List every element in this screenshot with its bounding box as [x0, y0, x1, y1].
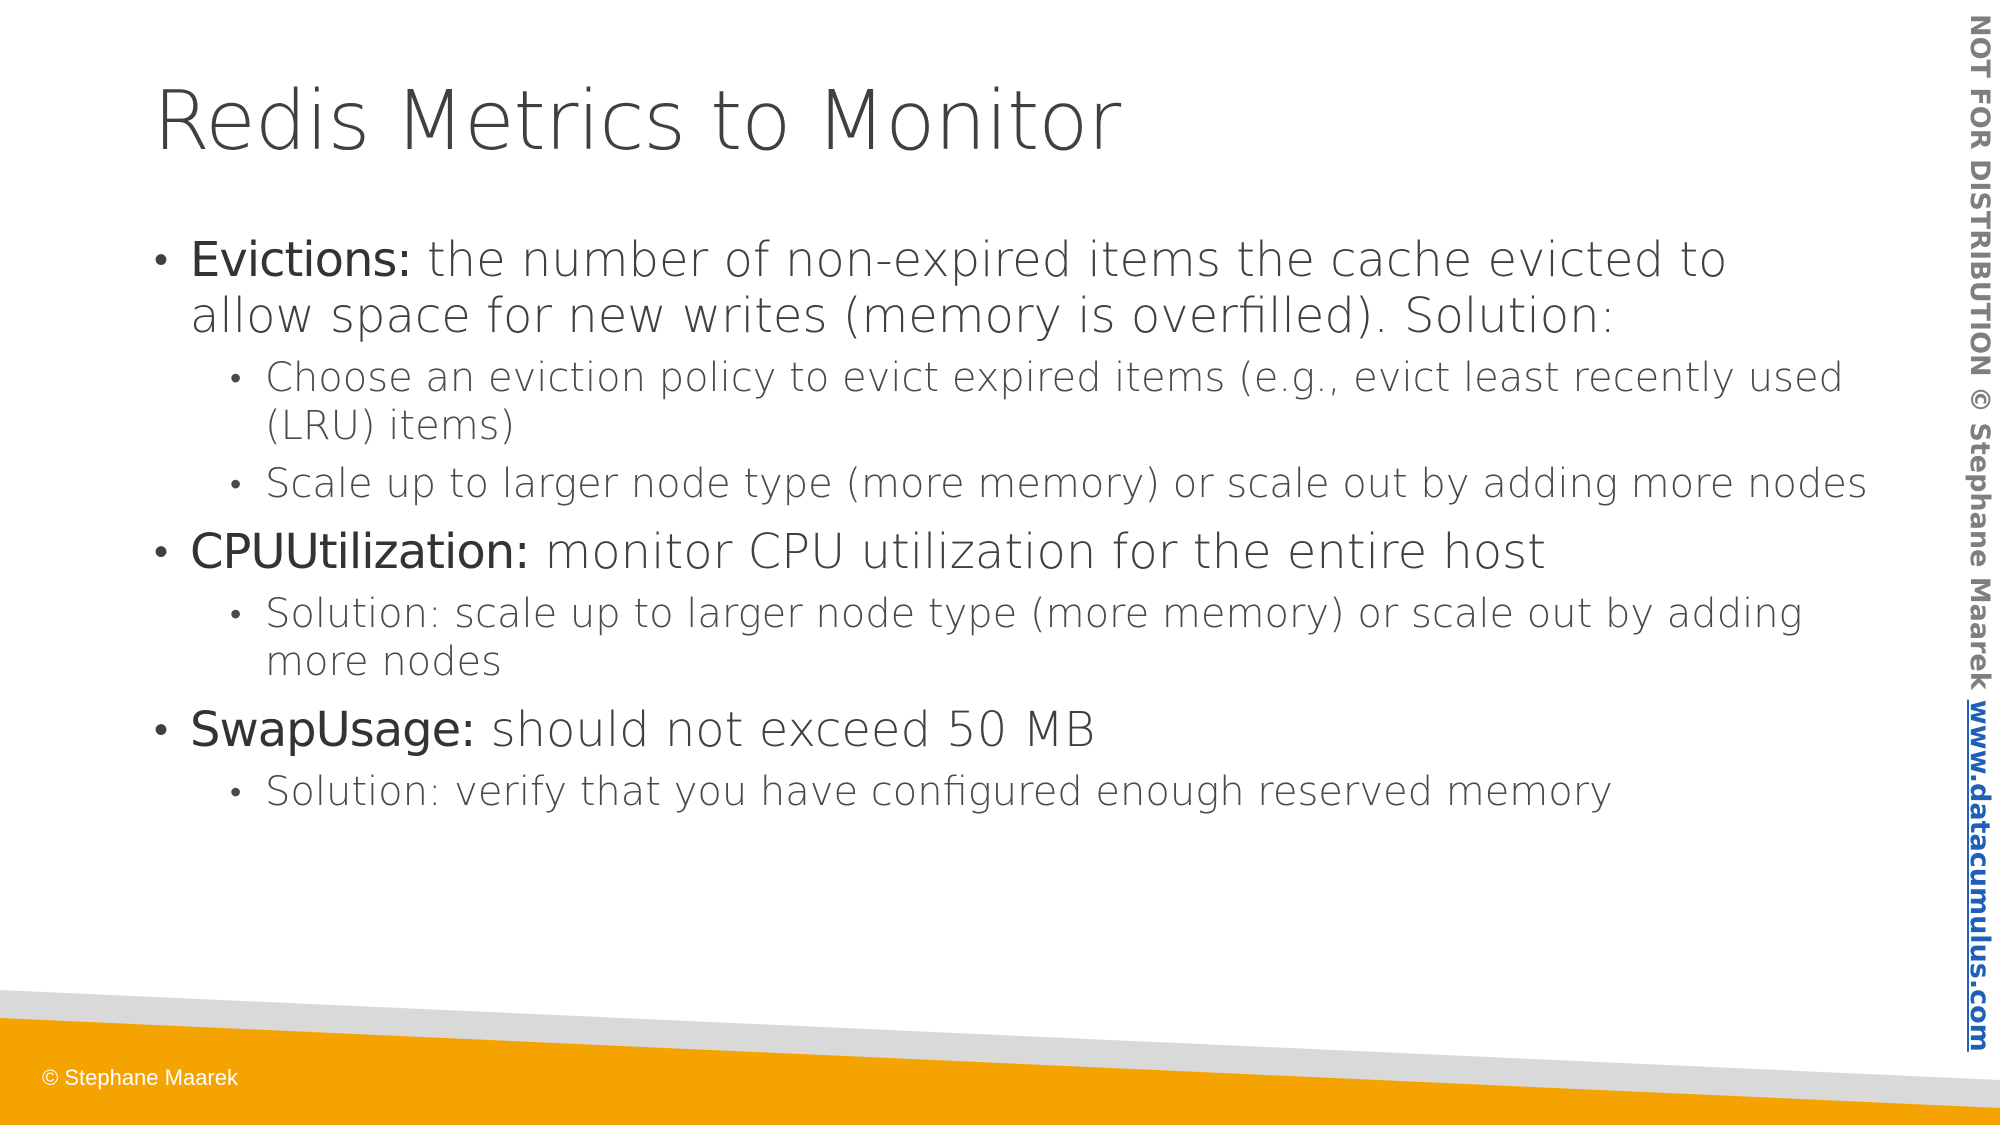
- sub-bullet: • Solution: verify that you have configu…: [150, 768, 1885, 816]
- bullet-dot: •: [230, 465, 242, 503]
- bullet-dot: •: [230, 359, 242, 397]
- bullet-list: • Evictions: the number of non-expired i…: [150, 232, 1868, 826]
- bullet-dot: •: [154, 707, 169, 753]
- bullet-evictions: • Evictions: the number of non-expired i…: [150, 232, 1850, 344]
- sub-bullet: • Scale up to larger node type (more mem…: [150, 460, 1885, 508]
- footer-band: [0, 990, 2000, 1125]
- bullet-swapusage: • SwapUsage: should not exceed 50 MB: [150, 702, 1850, 758]
- bullet-cpuutilization: • CPUUtilization: monitor CPU utilizatio…: [150, 524, 1850, 580]
- sub-bullet: • Solution: scale up to larger node type…: [150, 590, 1885, 686]
- slide-title: Redis Metrics to Monitor: [153, 74, 1121, 169]
- sub-bullet-text: Choose an eviction policy to evict expir…: [265, 355, 1844, 449]
- sub-bullet-text: Scale up to larger node type (more memor…: [265, 461, 1868, 507]
- bullet-term: Evictions:: [190, 232, 413, 288]
- website-link[interactable]: www.datacumulus.com: [1964, 699, 1995, 1052]
- sub-bullet-text: Solution: verify that you have configure…: [265, 769, 1613, 815]
- bullet-text: should not exceed 50 MB: [475, 702, 1096, 758]
- bullet-dot: •: [230, 595, 242, 633]
- bullet-dot: •: [154, 529, 169, 575]
- footer-orange-band: [0, 1018, 2000, 1125]
- bullet-dot: •: [154, 237, 169, 283]
- bullet-term: SwapUsage:: [190, 702, 476, 758]
- bullet-dot: •: [230, 773, 242, 811]
- distribution-notice: NOT FOR DISTRIBUTION © Stephane Maarek: [1964, 14, 1995, 690]
- sub-bullet: • Choose an eviction policy to evict exp…: [150, 354, 1885, 450]
- side-watermark: NOT FOR DISTRIBUTION © Stephane Maarek ww…: [1960, 14, 1996, 1099]
- bullet-text: monitor CPU utilization for the entire h…: [529, 524, 1546, 580]
- footer-copyright: © Stephane Maarek: [42, 1065, 238, 1090]
- sub-bullet-text: Solution: scale up to larger node type (…: [265, 591, 1803, 685]
- bullet-text: the number of non-expired items the cach…: [190, 232, 1728, 344]
- bullet-term: CPUUtilization:: [190, 524, 530, 580]
